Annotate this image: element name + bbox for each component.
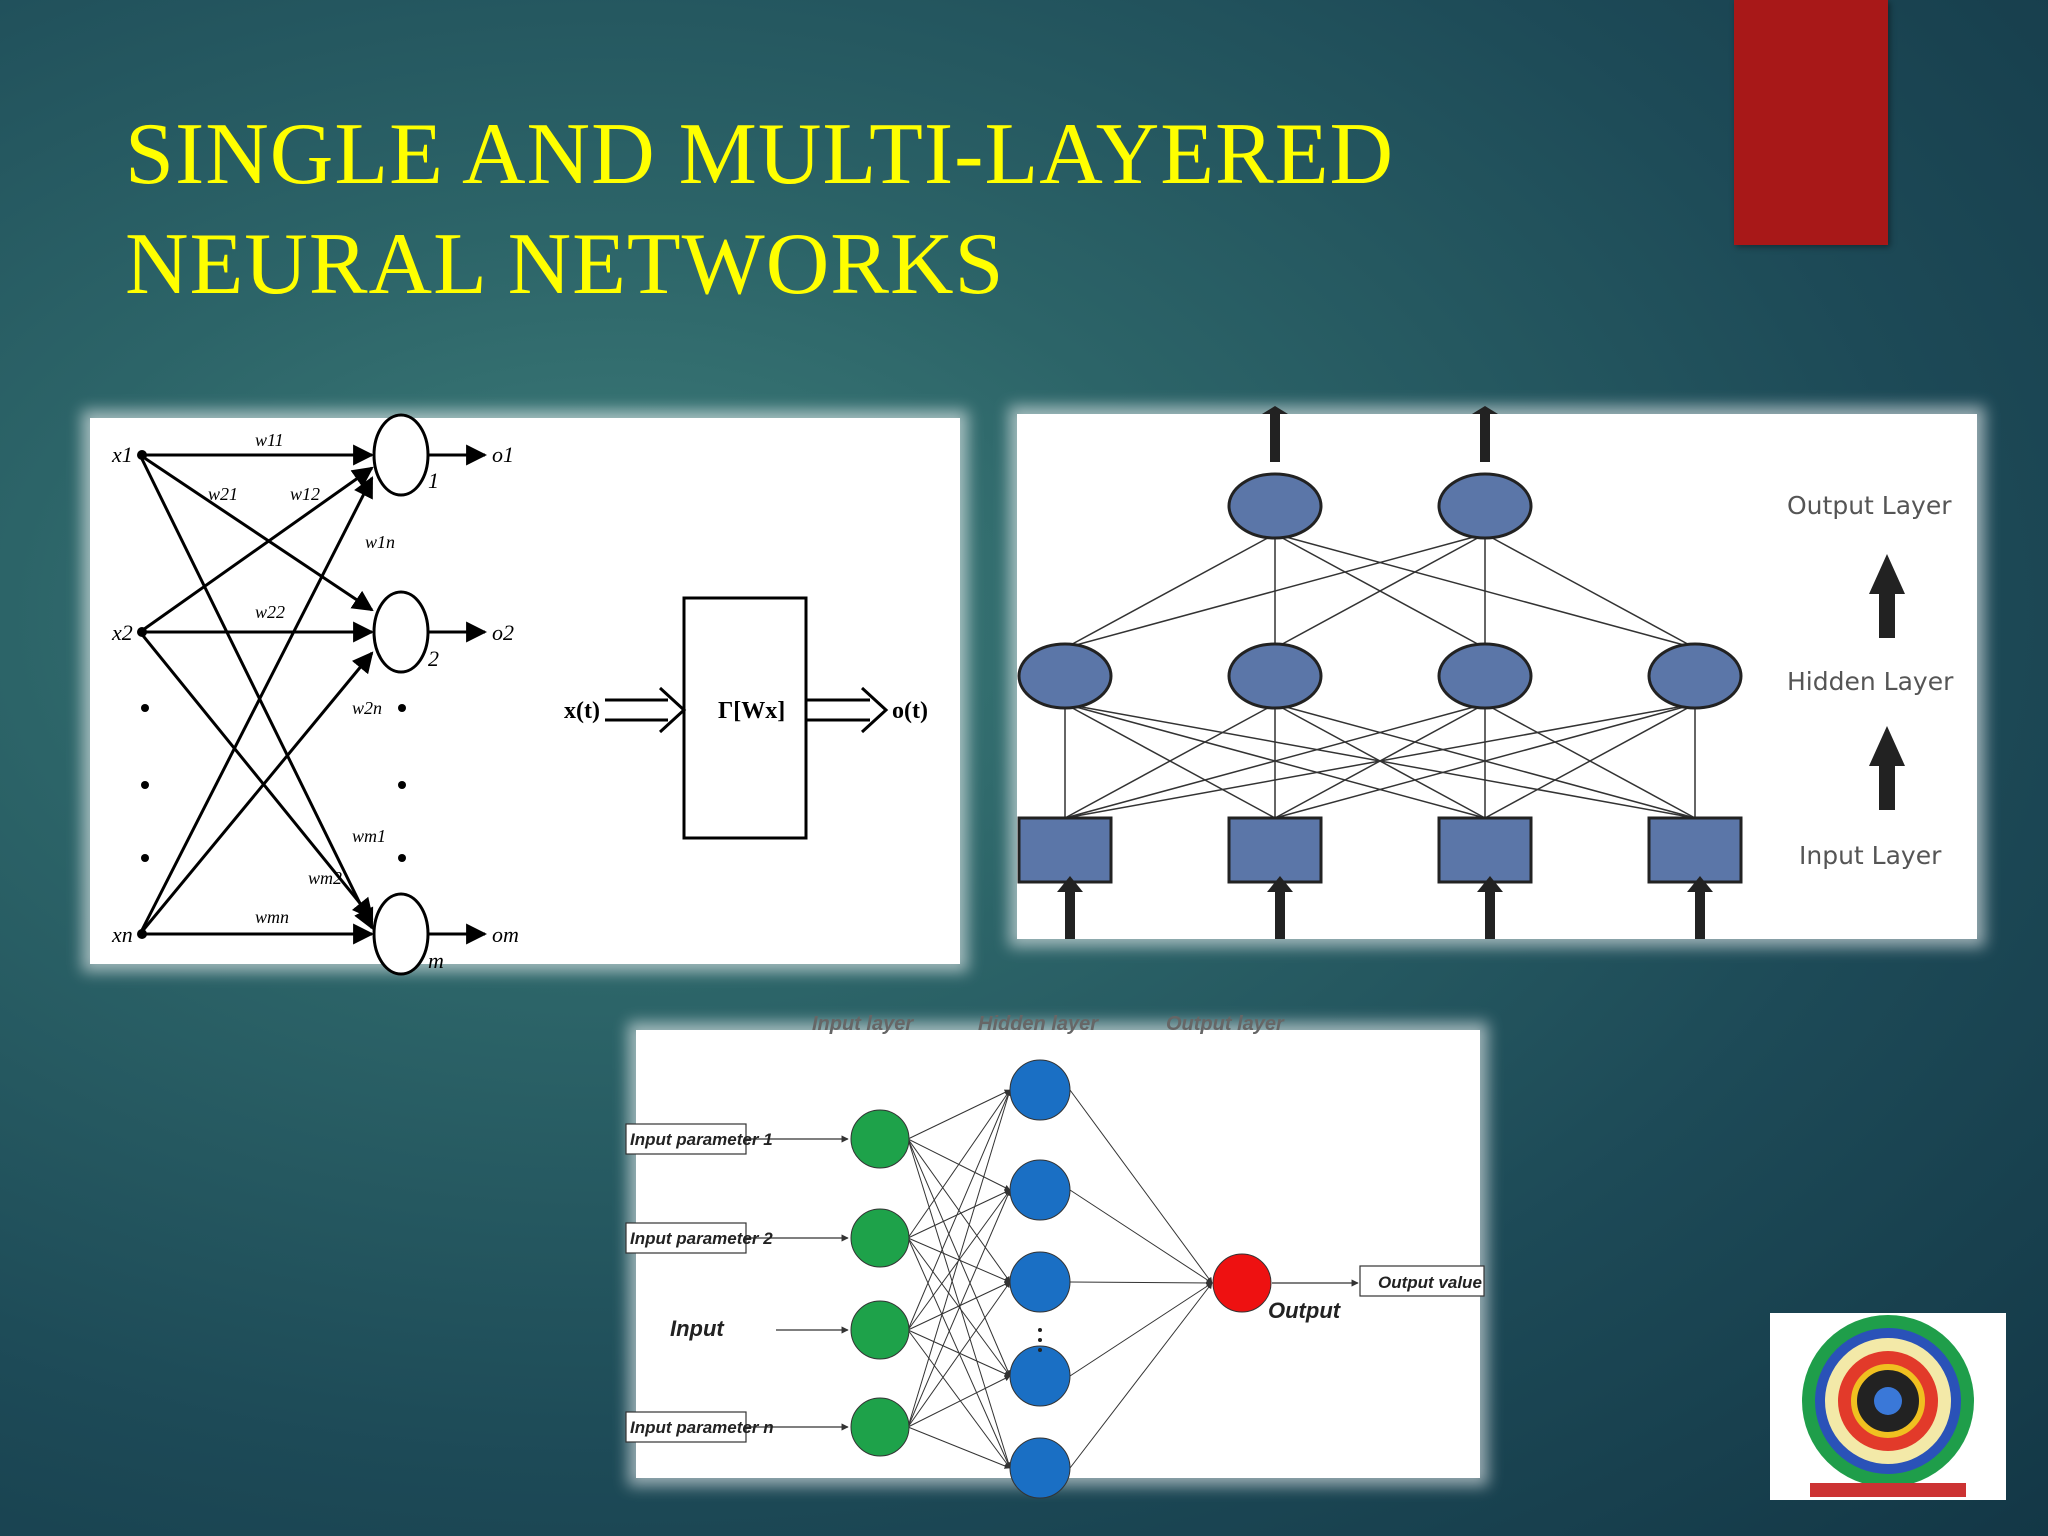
hidden-neuron-3 xyxy=(1009,1251,1071,1313)
input-parameter-2: Input parameter 2 xyxy=(630,1229,773,1248)
slide-title-line-1: SINGLE AND MULTI-LAYERED xyxy=(125,106,1395,203)
up-arrow-upper xyxy=(1869,554,1905,638)
neuron-label-1: 1 xyxy=(428,468,439,493)
neuron-label-m: m xyxy=(428,948,444,973)
neuron-m xyxy=(372,892,430,976)
output-node-1 xyxy=(1227,472,1323,540)
output-o2: o2 xyxy=(492,620,514,645)
hidden-neuron-1 xyxy=(1009,1059,1071,1121)
multi-layer-diagram: Output Layer Hidden Layer Input Layer xyxy=(1017,406,1977,939)
weight-wm2: wm2 xyxy=(308,868,342,888)
output-label: Output xyxy=(1268,1298,1342,1323)
top-arrow-2 xyxy=(1472,406,1498,462)
slide-title-line-2: NEURAL NETWORKS xyxy=(125,216,1005,313)
input-neuron-1 xyxy=(850,1109,910,1169)
input-node-2 xyxy=(1227,816,1323,884)
up-arrow-lower xyxy=(1869,726,1905,810)
block-function-label: Γ[Wx] xyxy=(718,698,785,724)
slide-title: SINGLE AND MULTI-LAYERED NEURAL NETWORKS xyxy=(125,100,1625,320)
header-hidden-layer: Hidden layer xyxy=(978,1013,1099,1035)
weight-wmn: wmn xyxy=(255,907,289,927)
weight-w1n: w1n xyxy=(365,532,395,552)
top-arrow-1 xyxy=(1262,406,1288,462)
input-xn: xn xyxy=(111,922,133,947)
input-generic: Input xyxy=(670,1316,725,1341)
hidden-node-3 xyxy=(1437,642,1533,710)
weight-w11: w11 xyxy=(255,430,284,450)
neuron-label-2: 2 xyxy=(428,646,439,671)
multi-layer-svg: Output Layer Hidden Layer Input Layer xyxy=(1017,406,1954,939)
input-node-4 xyxy=(1647,816,1743,884)
output-om: om xyxy=(492,922,519,947)
bottom-arrow-1 xyxy=(1057,876,1083,939)
input-x1: x1 xyxy=(111,442,133,467)
input-node-3 xyxy=(1437,816,1533,884)
colored-network-diagram: Input layer Hidden layer Output layer In… xyxy=(625,1013,1485,1499)
block-output-label: o(t) xyxy=(892,698,928,724)
output-neuron xyxy=(1212,1253,1272,1313)
input-x2: x2 xyxy=(111,620,133,645)
hidden-neuron-2 xyxy=(1009,1159,1071,1221)
input-node-1 xyxy=(1017,816,1113,884)
block-input-label: x(t) xyxy=(564,698,600,724)
input-neuron-4 xyxy=(850,1397,910,1457)
hidden-node-4 xyxy=(1647,642,1743,710)
output-layer-label: Output Layer xyxy=(1787,491,1952,520)
hidden-layer-label: Hidden Layer xyxy=(1787,667,1954,696)
colored-network-svg: Input layer Hidden layer Output layer In… xyxy=(625,1013,1485,1499)
input-neuron-2 xyxy=(850,1208,910,1268)
hidden-node-2 xyxy=(1227,642,1323,710)
input-parameter-1: Input parameter 1 xyxy=(630,1130,773,1149)
bottom-arrow-3 xyxy=(1477,876,1503,939)
institute-logo xyxy=(1770,1313,2006,1500)
hidden-neuron-5 xyxy=(1009,1437,1071,1499)
weight-w21: w21 xyxy=(208,484,238,504)
bottom-arrow-4 xyxy=(1687,876,1713,939)
neuron-2 xyxy=(372,590,430,674)
hidden-node-1 xyxy=(1017,642,1113,710)
output-value-label: Output value xyxy=(1378,1273,1482,1292)
accent-bar xyxy=(1734,0,1888,245)
header-output-layer: Output layer xyxy=(1166,1013,1285,1035)
hidden-neuron-4 xyxy=(1009,1345,1071,1407)
bottom-arrow-2 xyxy=(1267,876,1293,939)
weight-w2n: w2n xyxy=(352,698,382,718)
input-neuron-3 xyxy=(850,1300,910,1360)
single-layer-svg: x1 x2 xn o1 o2 om 1 2 m w11 w21 w12 w1n … xyxy=(111,413,928,976)
neuron-1 xyxy=(372,413,430,497)
output-o1: o1 xyxy=(492,442,514,467)
input-layer-label: Input Layer xyxy=(1799,841,1942,870)
weight-wm1: wm1 xyxy=(352,826,386,846)
function-block xyxy=(682,596,808,840)
input-parameter-n: Input parameter n xyxy=(630,1418,774,1437)
weight-w12: w12 xyxy=(290,484,320,504)
header-input-layer: Input layer xyxy=(812,1013,914,1035)
single-layer-diagram: x1 x2 xn o1 o2 om 1 2 m w11 w21 w12 w1n … xyxy=(90,413,960,976)
institute-seal-icon xyxy=(1802,1315,1974,1497)
output-node-2 xyxy=(1437,472,1533,540)
weight-w22: w22 xyxy=(255,602,285,622)
